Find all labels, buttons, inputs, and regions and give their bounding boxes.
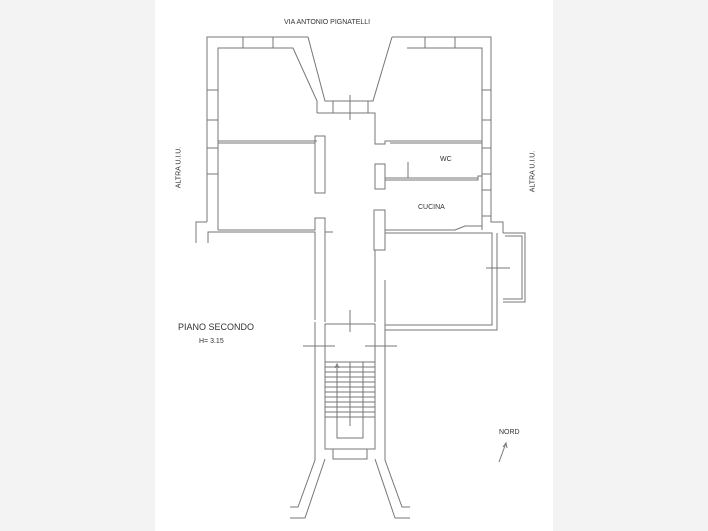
north-label: NORD	[499, 429, 520, 436]
wall-pillar	[314, 135, 326, 194]
window	[206, 89, 219, 121]
left-neighbor-label: ALTRA U.I.U.	[175, 146, 183, 189]
window	[242, 36, 274, 49]
street-label: VIA ANTONIO PIGNATELLI	[284, 19, 371, 26]
stair-steps	[325, 361, 375, 439]
walls	[195, 36, 526, 519]
ceiling-height: H= 3.15	[199, 338, 224, 345]
floor-title: PIANO SECONDO	[178, 322, 255, 332]
floor-plan-sheet	[155, 0, 553, 531]
room-label-wc: WC	[440, 156, 452, 163]
window	[481, 89, 492, 121]
window	[206, 147, 219, 175]
right-neighbor-label: ALTRA U.I.U.	[529, 150, 537, 193]
wall-pillar	[373, 209, 386, 251]
north-arrow-icon	[498, 441, 508, 463]
room-label-kitchen: CUCINA	[418, 204, 445, 211]
window	[481, 147, 492, 175]
window	[481, 189, 492, 217]
window	[424, 36, 456, 49]
wall-pillar	[374, 163, 386, 190]
